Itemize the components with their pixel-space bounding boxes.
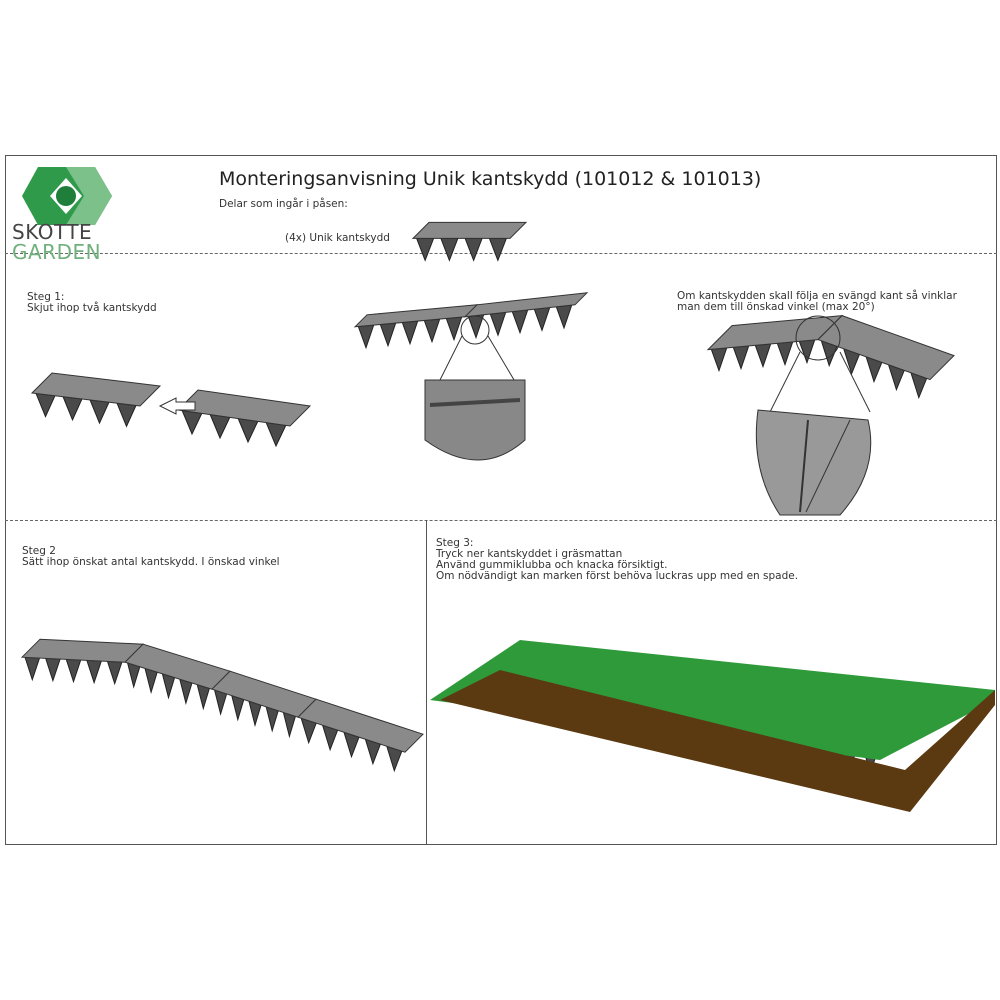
plate [463,292,589,318]
step1-label: Steg 1: [27,291,65,303]
page-title: Monteringsanvisning Unik kantskydd (1010… [219,168,762,190]
zoom-detail-1 [424,315,526,461]
step1-joined-right [463,292,589,340]
tooth [754,343,772,369]
angle-strip-left [706,314,844,373]
plate [817,315,955,381]
tooth [732,345,750,371]
tooth [209,413,231,440]
tooth [555,304,573,330]
step1-text: Skjut ihop två kantskydd [27,302,157,314]
step3-line-3: Om nödvändigt kan marken först behöva lu… [436,570,799,582]
tooth [24,656,41,682]
tooth [464,237,483,262]
plate [706,314,844,351]
part-illustration [411,221,528,262]
plate [176,389,312,427]
tooth [511,309,529,335]
plate [124,643,231,690]
step2-strip-3 [211,670,317,739]
logo-text-skotte: SKOTTE [12,220,93,244]
tooth [401,320,419,346]
tooth [488,237,508,262]
tooth [445,316,463,342]
tooth [237,417,259,444]
step1-strip-left [30,372,162,428]
plate [411,221,528,239]
tooth [379,322,397,348]
angle-note-line1: Om kantskydden skall följa en svängd kan… [677,290,957,302]
section-divider [5,520,997,521]
plate [211,670,317,718]
tooth [440,237,459,262]
tooth [467,314,485,340]
tooth [89,399,110,425]
tooth [65,658,82,684]
step2-label: Steg 2 [22,545,56,557]
plate [20,638,145,663]
logo-icon [22,167,112,225]
step2-text: Sätt ihop önskat antal kantskydd. I önsk… [22,556,280,568]
tooth [776,341,794,367]
tooth [86,659,102,685]
step2-strip-2 [124,643,231,711]
step1-joined-left [353,304,479,350]
tooth [265,421,287,448]
soil [440,670,995,812]
step3-line-1: Tryck ner kantskyddet i gräsmattan [436,548,623,560]
plate [297,698,424,753]
tooth [533,306,551,332]
zoom-detail-2 [755,315,872,516]
plate [30,372,162,407]
document-frame [5,155,997,845]
part-item: (4x) Unik kantskydd [285,232,390,244]
grass [430,640,995,760]
step2-strip-1 [20,638,145,686]
logo-text-garden: GARDEN [12,240,102,264]
tooth [710,347,728,373]
angle-strip-right [817,315,955,400]
step2-strip-4 [297,698,424,773]
parts-heading: Delar som ingår i påsen: [219,198,348,210]
angle-note-line2: man dem till önskad vinkel (max 20°) [677,301,875,313]
tooth [415,237,435,262]
step1-strip-right [176,389,312,448]
tooth [116,402,137,428]
step3-label: Steg 3: [436,537,474,549]
arrow-icon [158,397,196,415]
step3-line-2: Använd gummiklubba och knacka försiktigt… [436,559,668,571]
tooth [489,311,507,337]
column-divider [426,520,427,845]
tooth [423,318,441,344]
tooth [35,392,56,418]
tooth [181,409,203,436]
tooth [44,657,61,683]
step3-scene [430,640,995,812]
tooth [106,660,123,686]
tooth [357,324,375,350]
tooth [62,396,83,422]
